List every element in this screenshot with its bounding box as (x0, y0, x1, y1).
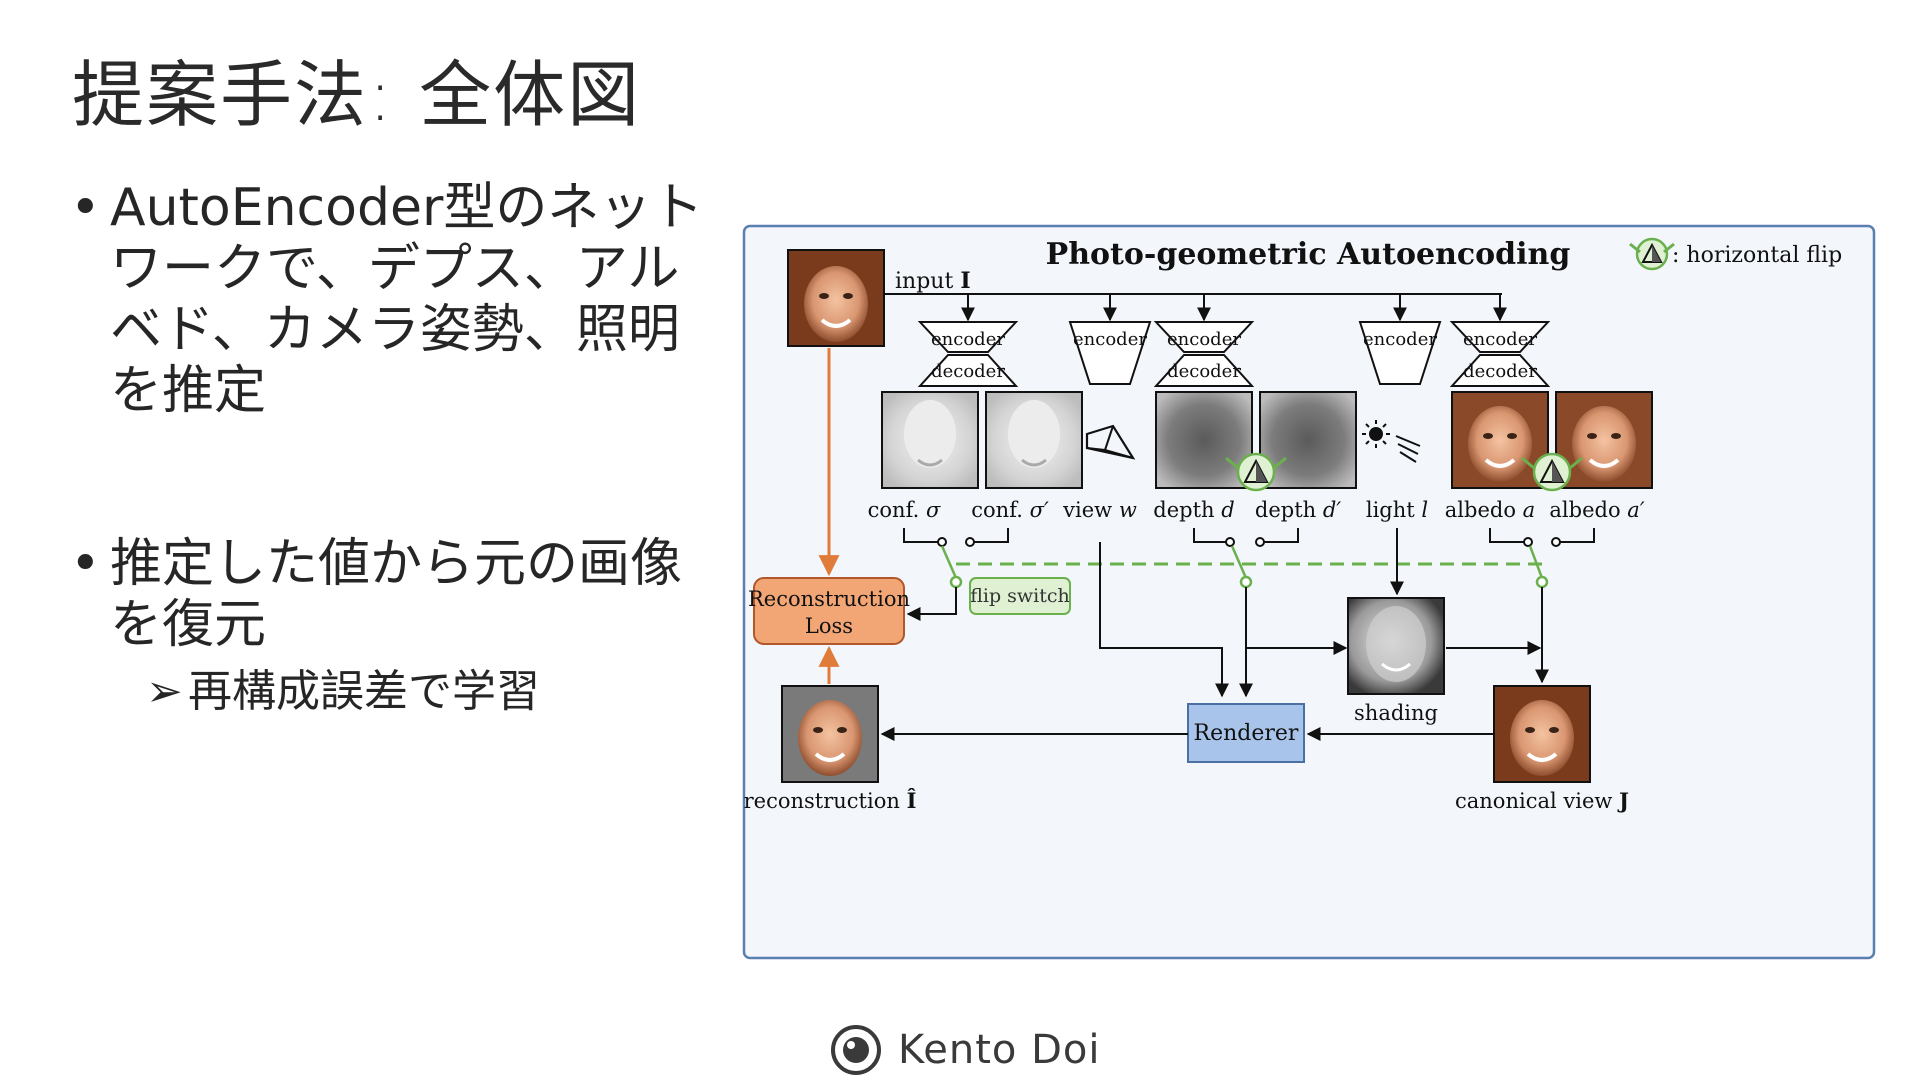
svg-text:decoder: decoder (1463, 361, 1537, 382)
label-depth-prime: depth d′ (1255, 498, 1341, 522)
albedo-map-flipped-image (1555, 391, 1653, 489)
svg-text:encoder: encoder (1167, 329, 1241, 350)
label-reconstruction: reconstruction Î (744, 788, 917, 813)
author-name: Kento Doi (898, 1027, 1101, 1073)
svg-text:flip switch: flip switch (970, 585, 1070, 607)
svg-text:encoder: encoder (1463, 329, 1537, 350)
sub-bullet-loss: ➢ 再構成誤差で学習 (146, 662, 708, 722)
label-conf-prime: conf. σ′ (971, 498, 1049, 522)
conf-map-flipped-image (985, 391, 1083, 489)
svg-text:decoder: decoder (1167, 361, 1241, 382)
view-encoder: encoder (1068, 321, 1152, 385)
svg-text:encoder: encoder (931, 329, 1005, 350)
input-label: input I (895, 268, 971, 294)
figure-title: Photo-geometric Autoencoding (1046, 237, 1571, 272)
flip-legend-label: : horizontal flip (1672, 243, 1842, 268)
bullet-item-reconstruct: • 推定した値から元の画像を復元 (68, 534, 708, 656)
depth-flip-icon (1225, 452, 1287, 492)
label-depth: depth d (1153, 498, 1234, 522)
sun-light-icon (1362, 420, 1421, 463)
svg-text:encoder: encoder (1363, 329, 1437, 350)
architecture-diagram: Photo-geometric Autoencoding : horizonta… (742, 224, 1876, 960)
label-view: view w (1062, 498, 1137, 522)
reconstruction-loss-box: Reconstruction Loss (748, 577, 910, 645)
camera-view-icon (1085, 424, 1136, 460)
renderer-box: Renderer (1187, 703, 1305, 763)
label-conf: conf. σ (868, 498, 941, 522)
reconstruction-image (781, 685, 879, 783)
bullet-glyph: • (70, 178, 101, 238)
depth-map-image (1155, 391, 1253, 489)
bullet-item-network: • AutoEncoder型のネットワークで、デプス、アルベド、カメラ姿勢、照明… (68, 178, 708, 422)
albedo-encoder-decoder: encoder decoder (1449, 321, 1551, 387)
flip-switch-box: flip switch (969, 577, 1071, 615)
horizontal-flip-icon (1629, 237, 1675, 271)
bullet-text: 推定した値から元の画像を復元 (110, 534, 683, 655)
albedo-switch (1489, 528, 1595, 547)
depth-encoder-decoder: encoder decoder (1153, 321, 1255, 387)
arrow-bullet-icon: ➢ (146, 666, 183, 717)
svg-text:encoder: encoder (1073, 329, 1147, 350)
figure-panel (742, 224, 1876, 960)
footer: Kento Doi (830, 1024, 1100, 1076)
svg-text:Renderer: Renderer (1194, 721, 1299, 746)
bullet-list: • AutoEncoder型のネットワークで、デプス、アルベド、カメラ姿勢、照明… (68, 178, 708, 722)
label-light: light l (1366, 498, 1428, 522)
albedo-flip-icon (1521, 452, 1583, 492)
eye-logo-icon (831, 1025, 881, 1075)
svg-text:decoder: decoder (931, 361, 1005, 382)
albedo-map-image (1451, 391, 1549, 489)
label-shading: shading (1354, 701, 1438, 725)
sub-bullet-text: 再構成誤差で学習 (188, 666, 540, 717)
depth-map-flipped-image (1259, 391, 1357, 489)
light-encoder: encoder (1358, 321, 1442, 385)
conf-encoder-decoder: encoder decoder (917, 321, 1019, 387)
svg-text:Loss: Loss (805, 614, 853, 638)
label-albedo: albedo a (1445, 498, 1535, 522)
slide-title: 提案手法: 全体図 (72, 53, 642, 137)
conf-map-image (881, 391, 979, 489)
label-canonical-view: canonical view J (1455, 788, 1629, 813)
conf-switch (903, 528, 1009, 547)
depth-switch (1193, 528, 1299, 547)
canonical-view-image (1493, 685, 1591, 783)
bullet-text: AutoEncoder型のネットワークで、デプス、アルベド、カメラ姿勢、照明を推… (110, 178, 704, 421)
input-image (787, 249, 885, 347)
shading-image (1347, 597, 1445, 695)
bullet-glyph: • (70, 534, 101, 594)
svg-text:Reconstruction: Reconstruction (748, 587, 910, 611)
label-albedo-prime: albedo a′ (1549, 498, 1644, 522)
